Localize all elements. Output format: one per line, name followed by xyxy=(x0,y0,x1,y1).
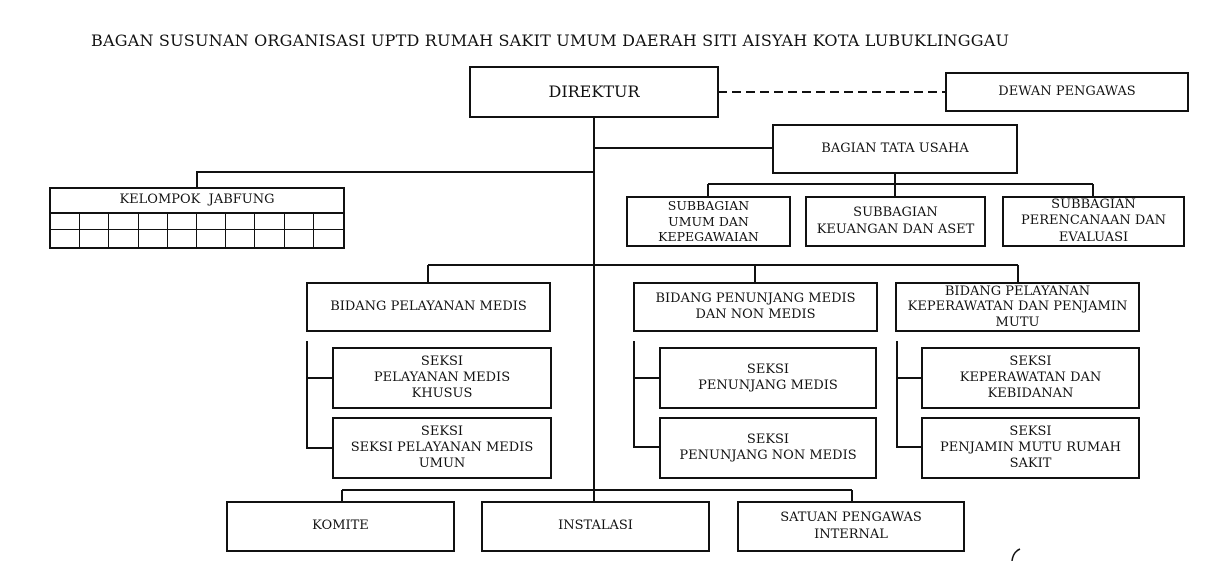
box-label: SUBBAGIAN xyxy=(1051,197,1136,213)
seksi-pelayanan-medis-khusus-box: SEKSI PELAYANAN MEDIS KHUSUS xyxy=(332,347,552,409)
box-label: PENJAMIN MUTU RUMAH xyxy=(940,439,1121,455)
bidang-keperawatan-box: BIDANG PELAYANAN KEPERAWATAN DAN PENJAMI… xyxy=(895,282,1140,332)
bidang-penunjang-medis-box: BIDANG PENUNJANG MEDIS DAN NON MEDIS xyxy=(633,282,878,332)
box-label: SUBBAGIAN xyxy=(667,198,750,214)
box-label: KEPERAWATAN DAN PENJAMIN xyxy=(907,299,1128,315)
box-label: DEWAN PENGAWAS xyxy=(998,83,1136,99)
instalasi-box: INSTALASI xyxy=(481,501,710,552)
chart-title: BAGAN SUSUNAN ORGANISASI UPTD RUMAH SAKI… xyxy=(91,31,1010,50)
box-label: MUTU xyxy=(995,314,1040,330)
box-label: DAN NON MEDIS xyxy=(695,307,816,322)
box-label: SEKSI xyxy=(1009,353,1052,369)
seksi-bracket-2 xyxy=(633,341,660,448)
box-label: KHUSUS xyxy=(411,386,473,402)
subbagian-umum-box: SUBBAGIAN UMUM DAN KEPEGAWAIAN xyxy=(626,196,791,247)
seksi-bracket-1 xyxy=(306,341,333,449)
kelompok-jabfung-box: KELOMPOK JABFUNG xyxy=(49,187,345,214)
komite-box: KOMITE xyxy=(226,501,455,552)
box-label: KEPERAWATAN DAN xyxy=(959,369,1102,385)
box-label: SEKSI PELAYANAN MEDIS xyxy=(350,439,534,455)
seksi-penunjang-medis-box: SEKSI PENUNJANG MEDIS xyxy=(659,347,877,409)
box-label: SUBBAGIAN xyxy=(853,205,938,221)
jabfung-grid xyxy=(49,212,345,249)
satuan-pengawas-internal-box: SATUAN PENGAWAS INTERNAL xyxy=(737,501,965,552)
box-label: SATUAN PENGAWAS xyxy=(780,510,922,526)
jabfung-line xyxy=(196,171,594,188)
box-label: UMUN xyxy=(418,456,466,472)
box-label: BIDANG PENUNJANG MEDIS xyxy=(655,290,856,306)
box-label: EVALUASI xyxy=(1058,229,1129,245)
seksi-pelayanan-medis-umun-box: SEKSI SEKSI PELAYANAN MEDIS UMUN xyxy=(332,417,552,479)
seksi-penunjang-non-medis-box: SEKSI PENUNJANG NON MEDIS xyxy=(659,417,877,479)
subbagian-perencanaan-box: SUBBAGIAN PERENCANAAN DAN EVALUASI xyxy=(1002,196,1185,247)
direktur-box: DIREKTUR xyxy=(469,66,719,118)
seksi-bracket-3 xyxy=(896,341,922,448)
box-label: SEKSI xyxy=(1009,423,1052,439)
box-label: SEKSI xyxy=(746,431,790,447)
box-label: INSTALASI xyxy=(558,518,633,534)
box-label: BIDANG PELAYANAN xyxy=(944,284,1091,299)
box-label: PERENCANAAN DAN xyxy=(1020,213,1167,229)
box-label: SEKSI xyxy=(420,353,464,369)
box-label: PENUNJANG NON MEDIS xyxy=(679,448,857,463)
box-label: BAGIAN TATA USAHA xyxy=(821,140,969,156)
box-label: SEKSI xyxy=(746,361,790,377)
box-label: DIREKTUR xyxy=(548,82,640,101)
box-label: BIDANG PELAYANAN MEDIS xyxy=(330,298,527,314)
box-label: KELOMPOK JABFUNG xyxy=(119,192,275,208)
box-label: KEUANGAN DAN ASET xyxy=(816,221,975,237)
box-label: PENUNJANG MEDIS xyxy=(698,378,838,393)
bidang-pelayanan-medis-box: BIDANG PELAYANAN MEDIS xyxy=(306,282,551,332)
box-label: SAKIT xyxy=(1009,456,1052,472)
box-label: KEBIDANAN xyxy=(987,386,1074,402)
box-label: INTERNAL xyxy=(814,526,888,542)
subbagian-keuangan-box: SUBBAGIAN KEUANGAN DAN ASET xyxy=(805,196,986,247)
dewan-pengawas-box: DEWAN PENGAWAS xyxy=(945,72,1189,112)
box-label: PELAYANAN MEDIS xyxy=(373,369,511,385)
seksi-keperawatan-kebidanan-box: SEKSI KEPERAWATAN DAN KEBIDANAN xyxy=(921,347,1140,409)
bagian-tata-usaha-box: BAGIAN TATA USAHA xyxy=(772,124,1018,174)
box-label: UMUM DAN xyxy=(668,213,749,229)
box-label: KOMITE xyxy=(312,518,369,534)
stray-mark xyxy=(1011,548,1021,561)
box-label: SEKSI xyxy=(420,423,464,439)
box-label: KEPEGAWAIAN xyxy=(658,229,759,245)
seksi-penjamin-mutu-box: SEKSI PENJAMIN MUTU RUMAH SAKIT xyxy=(921,417,1140,479)
